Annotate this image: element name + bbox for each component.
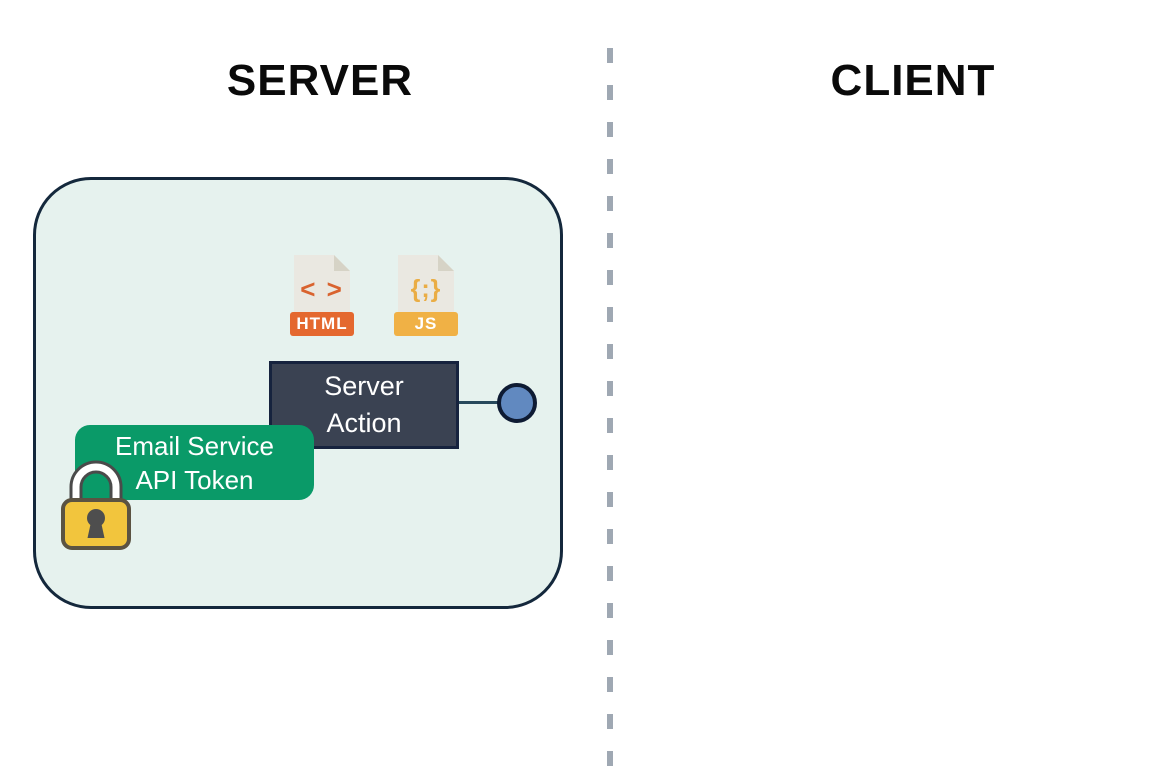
server-client-divider (607, 48, 613, 784)
server-action-label-line2: Action (326, 408, 402, 438)
padlock-keyhole-stem (87, 522, 105, 538)
html-file-icon: < > HTML (290, 255, 354, 336)
html-file-label: HTML (290, 312, 354, 336)
client-section-title: CLIENT (830, 56, 996, 105)
server-section-title: SERVER (226, 56, 414, 105)
js-code-glyph: {;} (410, 274, 442, 303)
padlock-shackle (72, 463, 120, 508)
token-label-line2: API Token (135, 464, 254, 495)
server-action-label-line1: Server (324, 371, 404, 401)
server-action-connector-line (459, 401, 499, 404)
server-action-port-circle (497, 383, 537, 423)
js-file-icon: {;} JS (394, 255, 458, 336)
token-label-line1: Email Service (115, 430, 274, 461)
padlock-icon (61, 460, 131, 550)
js-file-fold (438, 255, 454, 271)
html-code-glyph: < > (300, 273, 344, 304)
html-file-fold (334, 255, 350, 271)
js-file-label: JS (394, 312, 458, 336)
